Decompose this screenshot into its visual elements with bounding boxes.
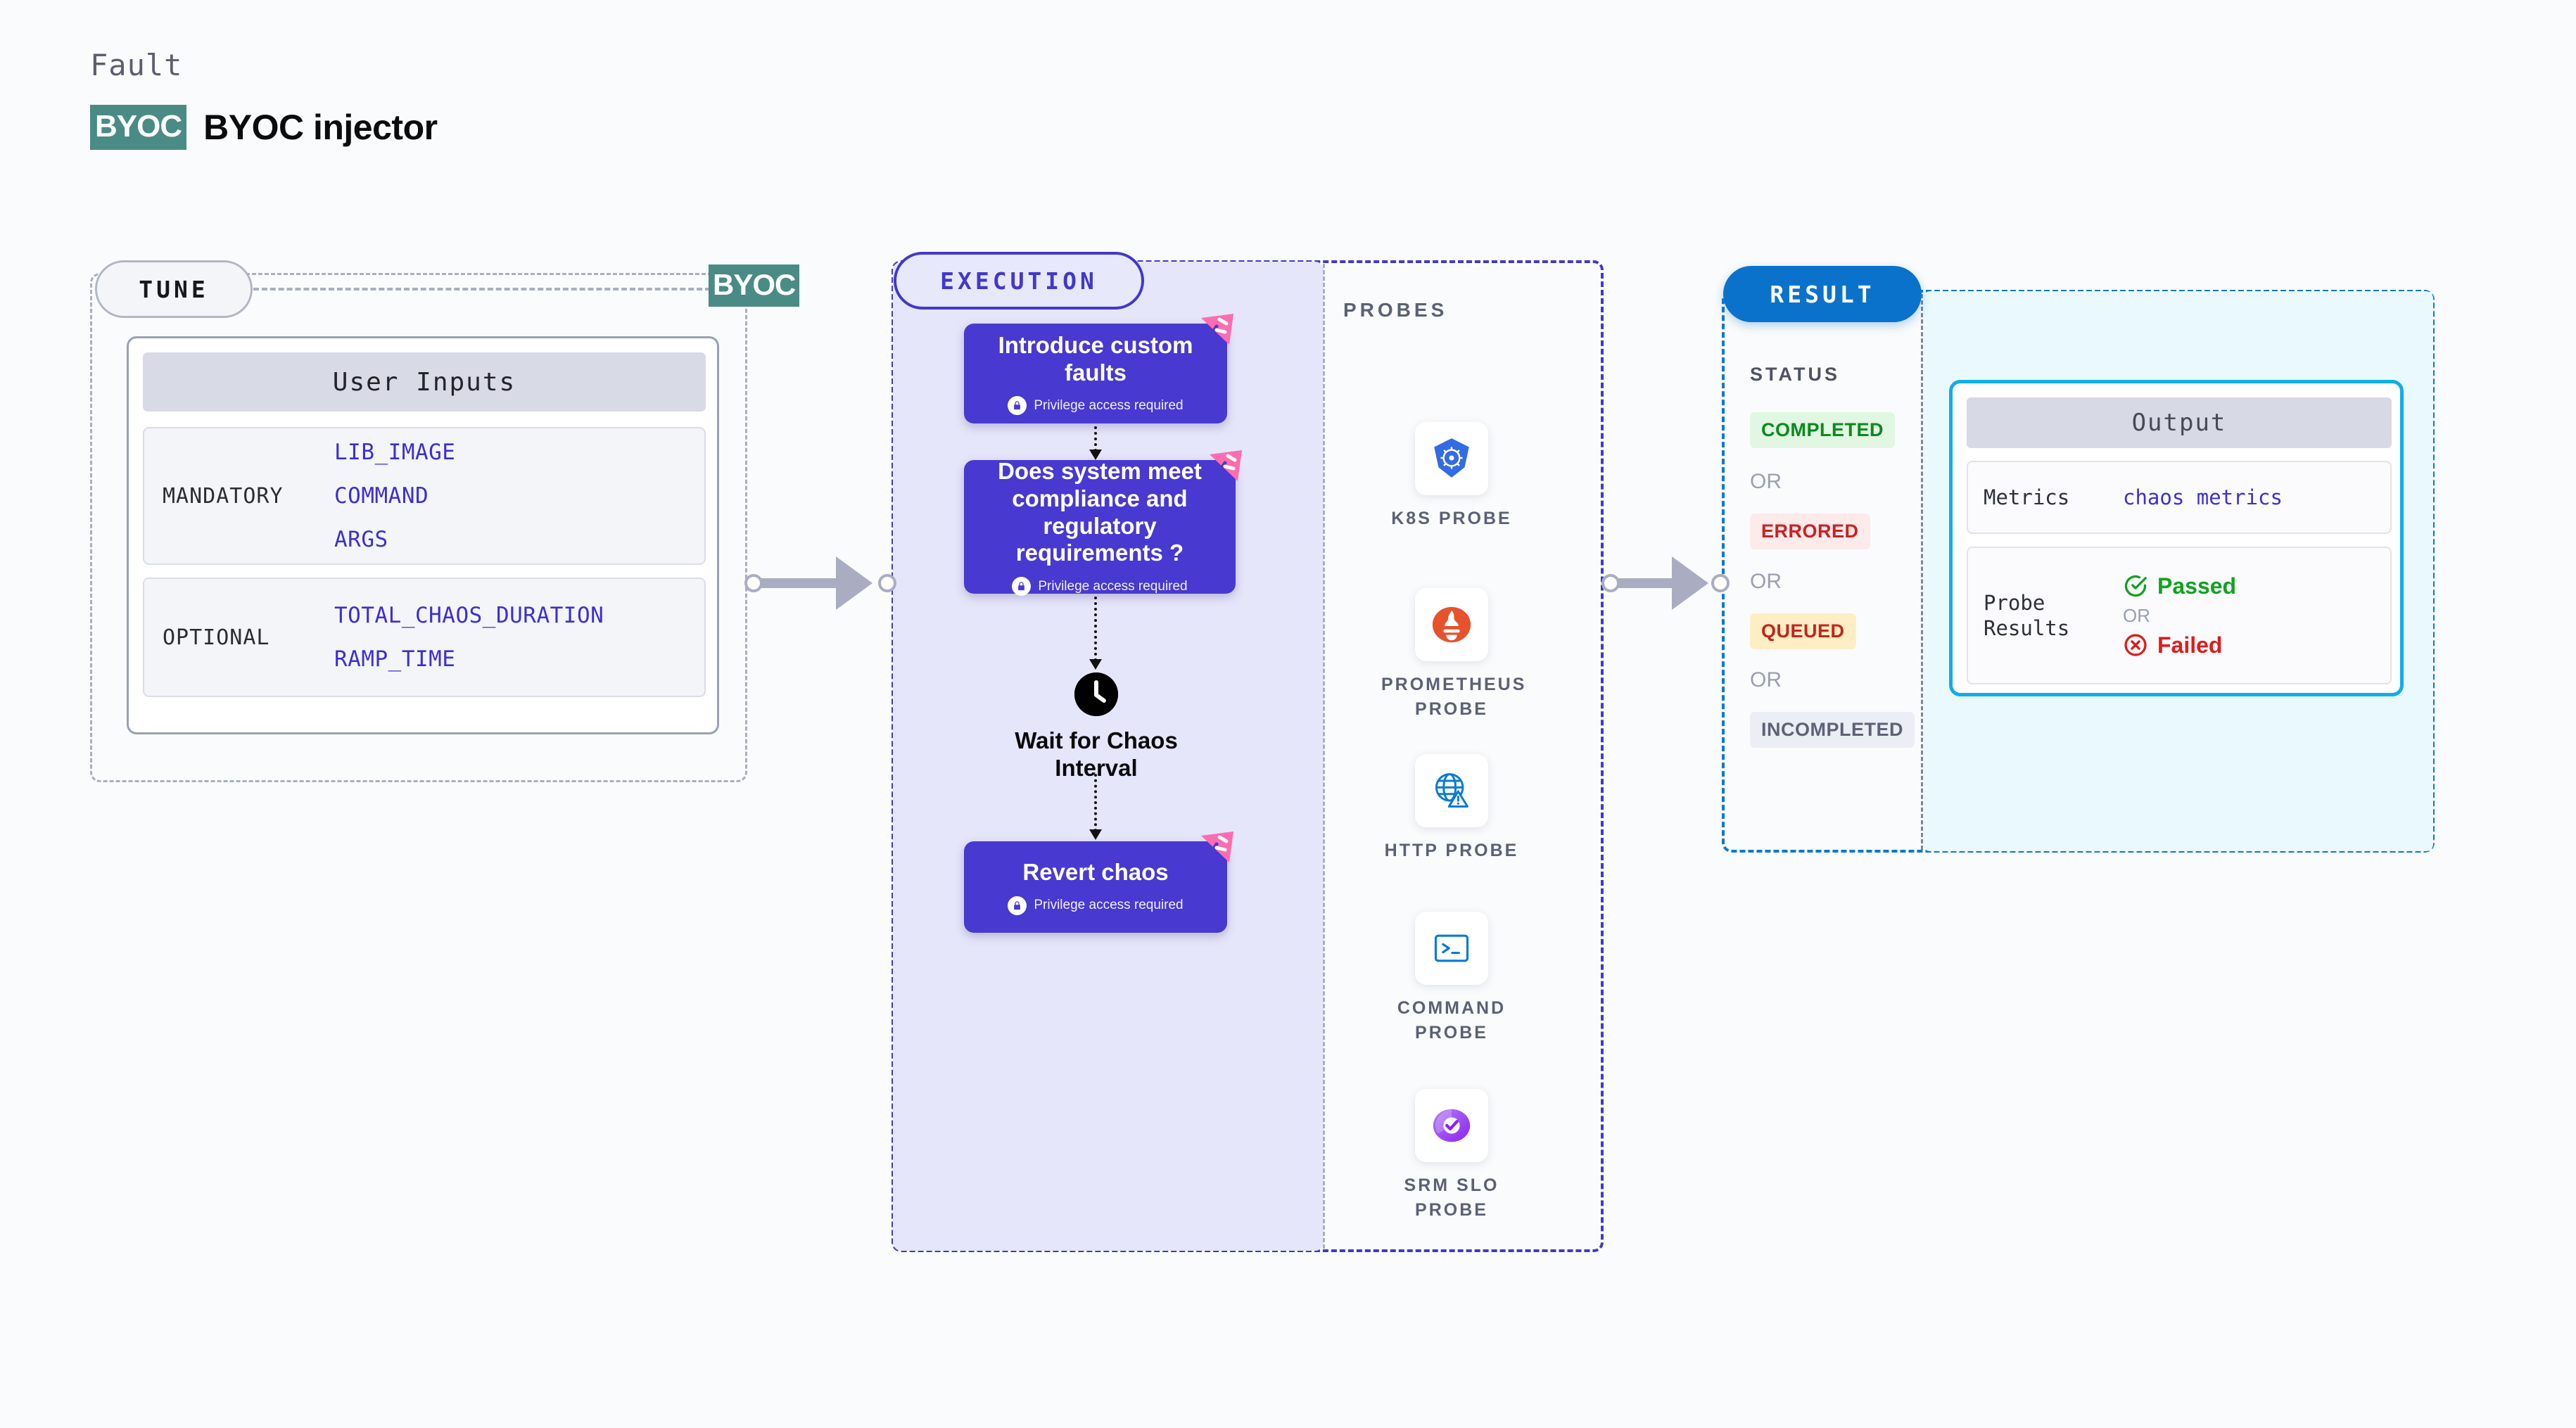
byoc-edge-badge: BYOC — [709, 264, 800, 307]
harness-logo-icon — [1201, 831, 1233, 862]
probe-item-prometheus[interactable]: PROMETHEUS PROBE — [1381, 588, 1527, 722]
param-lib-image[interactable]: LIB_IMAGE — [334, 440, 456, 465]
node-privilege-text: Privilege access required — [1034, 898, 1184, 913]
user-inputs-title: User Inputs — [143, 352, 706, 412]
probe-label: K8S PROBE — [1391, 509, 1512, 528]
node-wait-for-chaos-interval[interactable]: Wait for Chaos Interval — [971, 672, 1222, 782]
byoc-badge: BYOC — [90, 105, 187, 150]
connector-introduce-to-compliance — [1089, 426, 1102, 460]
tune-connector-dash — [253, 288, 711, 291]
check-circle-icon — [2124, 575, 2147, 597]
node-compliance-check[interactable]: Does system meet compliance and regulato… — [964, 450, 1242, 597]
lock-icon — [1008, 396, 1027, 416]
arrow-head — [1672, 556, 1708, 610]
group-items-mandatory: LIB_IMAGE COMMAND ARGS — [334, 440, 455, 552]
node-privilege-note: Privilege access required — [1008, 396, 1184, 416]
output-card-title: Output — [1967, 397, 2392, 448]
failed-label: Failed — [2157, 632, 2223, 658]
group-label-optional: OPTIONAL — [163, 625, 270, 650]
arrow-head — [836, 556, 873, 610]
execution-pill-label: EXECUTION — [894, 252, 1144, 310]
probe-item-http[interactable]: HTTP PROBE — [1381, 754, 1522, 863]
status-badge-errored: ERRORED — [1750, 514, 1870, 549]
param-total-chaos-duration[interactable]: TOTAL_CHAOS_DURATION — [334, 603, 604, 628]
flow-arrow-execution-to-result — [1601, 552, 1730, 615]
node-title: Does system meet compliance and regulato… — [998, 457, 1202, 566]
tune-section — [90, 273, 747, 782]
node-privilege-text: Privilege access required — [1034, 397, 1184, 413]
passed-label: Passed — [2157, 573, 2237, 599]
arrow-end-dot — [1711, 574, 1730, 592]
or-separator: OR — [1750, 570, 1782, 593]
probe-label: COMMAND PROBE — [1397, 998, 1506, 1043]
probes-divider — [1323, 264, 1325, 1249]
prometheus-icon — [1415, 588, 1488, 661]
group-label-mandatory: MANDATORY — [163, 483, 284, 509]
harness-logo-icon — [1201, 314, 1233, 345]
probes-title: PROBES — [1343, 299, 1448, 321]
probe-item-command[interactable]: COMMAND PROBE — [1381, 912, 1522, 1045]
or-separator: OR — [1750, 668, 1782, 691]
terminal-icon — [1415, 912, 1488, 985]
probe-label: SRM SLO PROBE — [1404, 1175, 1499, 1220]
status-title: STATUS — [1750, 364, 1840, 385]
output-value-probe-results: Passed OR Failed — [2123, 573, 2236, 658]
node-privilege-text: Privilege access required — [1038, 578, 1188, 594]
status-badge-completed: COMPLETED — [1750, 412, 1896, 448]
title-row: BYOC BYOC injector — [90, 105, 438, 150]
connector-compliance-to-wait — [1089, 597, 1102, 670]
arrow-end-dot — [878, 574, 896, 592]
node-title: Introduce custom faults — [998, 331, 1193, 385]
probe-result-failed: Failed — [2123, 632, 2236, 658]
connector-wait-to-revert — [1089, 774, 1102, 840]
status-badge-incompleted: INCOMPLETED — [1750, 712, 1915, 748]
x-circle-icon — [2124, 634, 2147, 656]
output-key-probe-results: Probe Results — [1984, 590, 2070, 640]
node-privilege-note: Privilege access required — [1012, 577, 1188, 597]
probe-label: PROMETHEUS PROBE — [1381, 675, 1527, 719]
output-card: Output Metrics chaos metrics Probe Resul… — [1949, 380, 2404, 696]
node-revert-chaos[interactable]: Revert chaos Privilege access required — [964, 831, 1233, 933]
group-items-optional: TOTAL_CHAOS_DURATION RAMP_TIME — [334, 603, 604, 672]
or-separator: OR — [2123, 604, 2150, 626]
input-group-mandatory: MANDATORY LIB_IMAGE COMMAND ARGS — [143, 427, 706, 565]
wait-node-label: Wait for Chaos Interval — [1015, 727, 1178, 781]
user-inputs-card: User Inputs MANDATORY LIB_IMAGE COMMAND … — [127, 336, 719, 734]
arrow-start-dot — [744, 574, 763, 592]
or-separator: OR — [1750, 470, 1782, 493]
param-command[interactable]: COMMAND — [334, 483, 429, 509]
node-title: Revert chaos — [1022, 859, 1169, 886]
http-globe-icon — [1415, 754, 1488, 827]
output-row-metrics: Metrics chaos metrics — [1967, 461, 2392, 534]
param-ramp-time[interactable]: RAMP_TIME — [334, 646, 456, 672]
execution-fill — [893, 262, 1324, 1251]
eyebrow-label: Fault — [90, 48, 183, 82]
tune-pill-label: TUNE — [95, 260, 253, 318]
arrow-start-dot — [1601, 574, 1620, 592]
page-title: BYOC injector — [203, 108, 438, 147]
node-introduce-custom-faults[interactable]: Introduce custom faults Privilege access… — [964, 314, 1233, 423]
probe-result-passed: Passed — [2123, 573, 2236, 599]
node-privilege-note: Privilege access required — [1008, 895, 1184, 915]
probe-item-srm-slo[interactable]: SRM SLO PROBE — [1381, 1089, 1522, 1223]
result-pill-label: RESULT — [1723, 266, 1922, 322]
page-header: Fault BYOC BYOC injector — [90, 48, 438, 150]
lock-icon — [1012, 577, 1032, 597]
srm-slo-icon — [1415, 1089, 1488, 1162]
param-args[interactable]: ARGS — [334, 527, 388, 552]
output-key-metrics: Metrics — [1984, 485, 2070, 509]
clock-icon — [1074, 672, 1118, 716]
output-row-probe-results: Probe Results Passed OR Failed — [1967, 547, 2392, 684]
output-value-metrics[interactable]: chaos metrics — [2123, 485, 2283, 509]
harness-logo-icon — [1210, 450, 1242, 481]
probe-label: HTTP PROBE — [1384, 841, 1519, 860]
lock-icon — [1008, 895, 1027, 915]
status-badge-queued: QUEUED — [1750, 613, 1856, 649]
probe-item-k8s[interactable]: K8S PROBE — [1381, 422, 1522, 531]
kubernetes-icon — [1415, 422, 1488, 495]
result-divider — [1921, 294, 1923, 850]
flow-arrow-tune-to-execution — [744, 552, 896, 615]
input-group-optional: OPTIONAL TOTAL_CHAOS_DURATION RAMP_TIME — [143, 578, 706, 697]
